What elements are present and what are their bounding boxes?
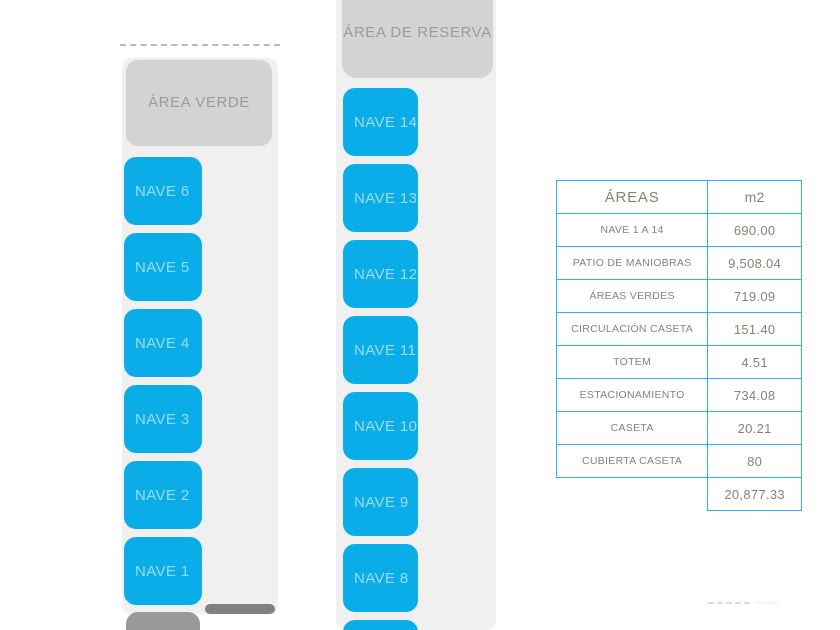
table-row-header: ÁREAS m2 xyxy=(555,180,802,214)
nave-block-5[interactable]: NAVE 5 xyxy=(124,233,202,301)
area-verde-block[interactable]: ÁREA VERDE xyxy=(126,60,272,146)
nave-block-14[interactable]: NAVE 14 xyxy=(343,88,418,156)
table-row: TOTEM 4.51 xyxy=(555,345,802,379)
nave-block-3[interactable]: NAVE 3 xyxy=(124,385,202,453)
table-row: CASETA 20.21 xyxy=(555,411,802,445)
table-row: PATIO DE MANIOBRAS 9,508.04 xyxy=(555,246,802,280)
nave-block-7[interactable]: NAVE 7 xyxy=(343,620,418,630)
table-row: NAVE 1 A 14 690.00 xyxy=(555,213,802,247)
table-row: CUBIERTA CASETA 80 xyxy=(555,444,802,478)
nave-block-1[interactable]: NAVE 1 xyxy=(124,537,202,605)
table-cell-value: 734.08 xyxy=(707,378,802,412)
table-cell-value: 20.21 xyxy=(707,411,802,445)
nave-block-4[interactable]: NAVE 4 xyxy=(124,309,202,377)
table-cell-label: NAVE 1 A 14 xyxy=(555,213,709,247)
table-cell-label: CUBIERTA CASETA xyxy=(555,444,709,478)
nave-block-11[interactable]: NAVE 11 xyxy=(343,316,418,384)
nave-block-12[interactable]: NAVE 12 xyxy=(343,240,418,308)
table-cell-label: ESTACIONAMIENTO xyxy=(555,378,709,412)
table-cell-label: PATIO DE MANIOBRAS xyxy=(555,246,709,280)
table-cell-value: 4.51 xyxy=(707,345,802,379)
table-cell-label: ÁREAS VERDES xyxy=(555,279,709,313)
table-header-m2: m2 xyxy=(707,180,802,214)
nave-block-8[interactable]: NAVE 8 xyxy=(343,544,418,612)
property-line-dashed xyxy=(120,44,280,46)
table-cell-value: 151.40 xyxy=(707,312,802,346)
nave-block-10[interactable]: NAVE 10 xyxy=(343,392,418,460)
table-row-total: 20,877.33 xyxy=(557,477,802,511)
table-header-areas: ÁREAS xyxy=(555,180,709,214)
areas-summary-table: ÁREAS m2 NAVE 1 A 14 690.00 PATIO DE MAN… xyxy=(555,180,802,511)
nave-block-2[interactable]: NAVE 2 xyxy=(124,461,202,529)
caseta-block[interactable] xyxy=(126,612,200,630)
nave-block-9[interactable]: NAVE 9 xyxy=(343,468,418,536)
table-row: ÁREAS VERDES 719.09 xyxy=(555,279,802,313)
table-cell-total-label xyxy=(557,478,708,511)
nave-block-6[interactable]: NAVE 6 xyxy=(124,157,202,225)
table-row: CIRCULACIÓN CASETA 151.40 xyxy=(555,312,802,346)
table-cell-total-value: 20,877.33 xyxy=(707,477,802,511)
table-cell-value: 690.00 xyxy=(707,213,802,247)
nave-block-13[interactable]: NAVE 13 xyxy=(343,164,418,232)
table-cell-label: CASETA xyxy=(555,411,709,445)
legend-footnote: PROPIEDAD xyxy=(708,600,779,605)
access-barrier-bar xyxy=(205,604,275,614)
table-cell-value: 80 xyxy=(707,444,802,478)
dashed-legend-icon xyxy=(708,601,750,604)
table-cell-label: TOTEM xyxy=(555,345,709,379)
table-cell-value: 719.09 xyxy=(707,279,802,313)
table-cell-value: 9,508.04 xyxy=(707,246,802,280)
area-de-reserva-block[interactable]: ÁREA DE RESERVA xyxy=(342,0,493,78)
table-cell-label: CIRCULACIÓN CASETA xyxy=(555,312,709,346)
table-row: ESTACIONAMIENTO 734.08 xyxy=(555,378,802,412)
footnote-label: PROPIEDAD xyxy=(754,600,780,605)
